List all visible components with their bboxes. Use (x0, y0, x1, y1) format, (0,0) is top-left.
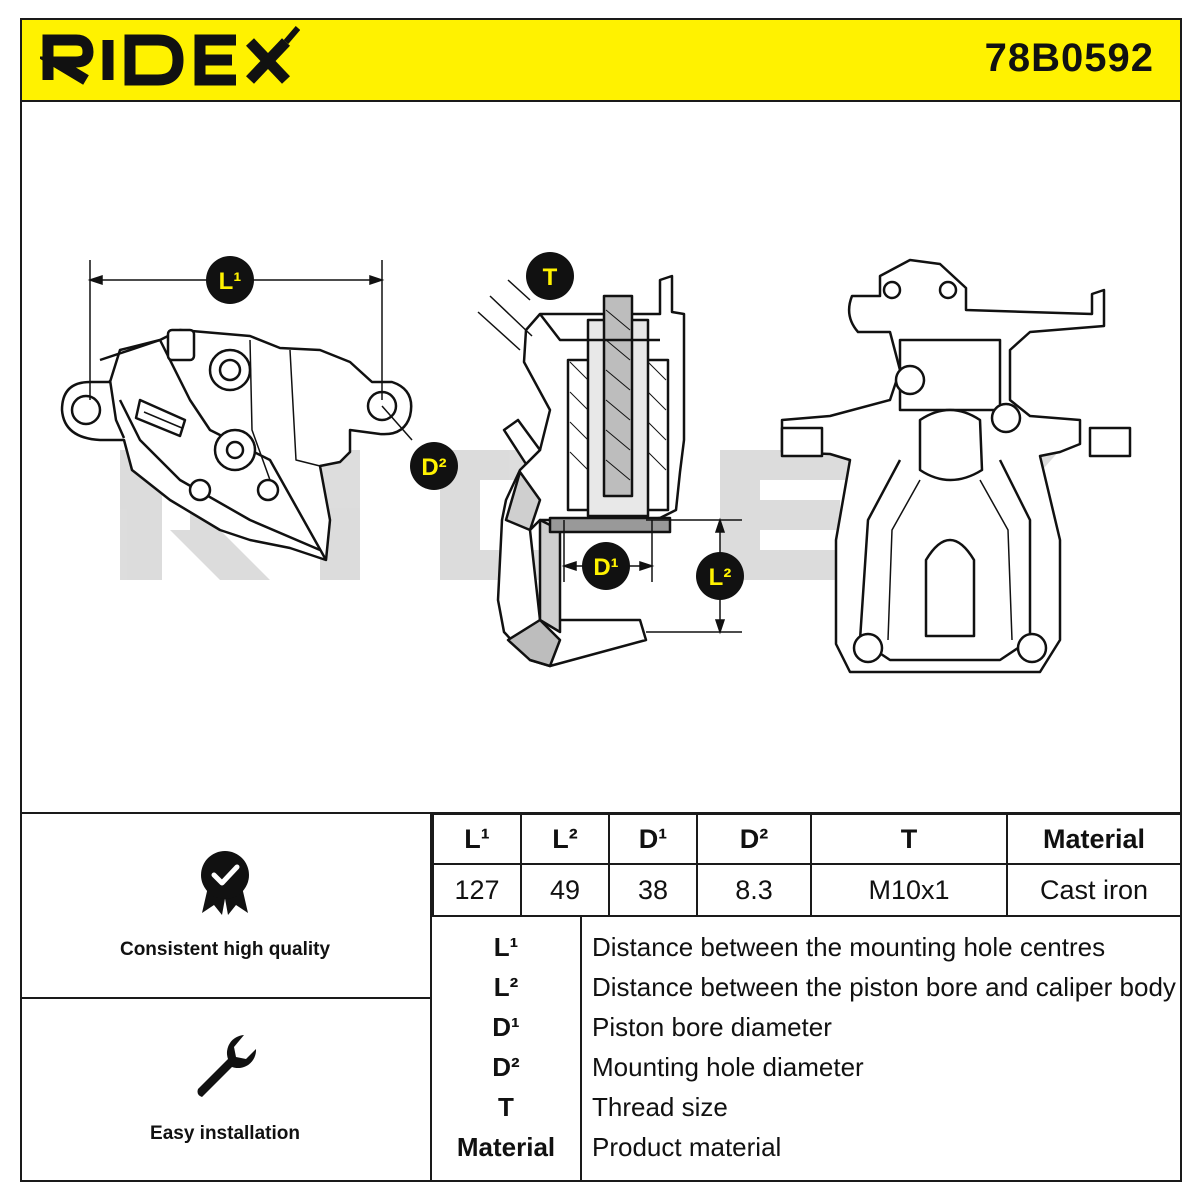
callout-l1: L¹ (219, 268, 242, 295)
spec-value-d2: 8.3 (696, 863, 812, 917)
spec-header-row: L¹ L² D¹ D² T Material (432, 813, 1182, 865)
spec-table: L¹ L² D¹ D² T Material 127 49 38 8.3 M10… (432, 813, 1182, 917)
section-hatching (569, 309, 667, 481)
callout-badges (206, 252, 744, 600)
caliper-front-view (780, 258, 1132, 674)
feature-quality: Consistent high quality (20, 813, 430, 999)
legend-divider (580, 915, 582, 1182)
legend-key: D² (492, 1052, 520, 1082)
brand-logo (36, 22, 301, 91)
spec-header-material: Material (1006, 813, 1182, 865)
legend-key: L¹ (493, 932, 519, 962)
spec-value-l1: 127 (432, 863, 522, 917)
callout-d2: D² (421, 454, 446, 481)
legend-row: D² Mounting hole diameter (432, 1047, 1182, 1087)
legend-desc: Piston bore diameter (592, 1012, 832, 1042)
spec-value-row: 127 49 38 8.3 M10x1 Cast iron (432, 863, 1182, 917)
legend-row: L¹ Distance between the mounting hole ce… (432, 927, 1182, 967)
features-column: Consistent high quality Easy installatio… (20, 813, 432, 1182)
spec-header-l1: L¹ (432, 813, 522, 865)
caliper-drawings: L¹ D² T D¹ L² (60, 252, 1132, 674)
feature-installation-label: Easy installation (150, 1123, 300, 1144)
legend-desc: Product material (592, 1132, 782, 1162)
legend-desc: Thread size (592, 1092, 728, 1122)
legend-desc: Mounting hole diameter (592, 1052, 864, 1082)
legend-key: L² (493, 972, 519, 1002)
callout-l2: L² (709, 564, 732, 591)
wrench-icon (192, 1031, 262, 1106)
quality-badge-icon (192, 847, 258, 922)
spec-header-l2: L² (520, 813, 610, 865)
feature-installation: Easy installation (20, 997, 430, 1182)
caliper-section-view (496, 274, 686, 668)
legend-row: T Thread size (432, 1087, 1182, 1127)
legend-key: T (498, 1092, 514, 1122)
legend-key: Material (456, 1132, 556, 1162)
caliper-left-view (60, 328, 413, 562)
legend-desc: Distance between the piston bore and cal… (592, 972, 1176, 1002)
spec-header-t: T (810, 813, 1008, 865)
legend-row: Material Product material (432, 1127, 1182, 1167)
spec-value-l2: 49 (520, 863, 610, 917)
spec-header-d2: D² (696, 813, 812, 865)
spec-header-d1: D¹ (608, 813, 698, 865)
legend: L¹ Distance between the mounting hole ce… (432, 915, 1182, 1182)
info-panel: Consistent high quality Easy installatio… (20, 813, 1182, 1182)
callout-d1: D¹ (593, 554, 618, 581)
section-dimension-lines (477, 279, 742, 635)
spec-value-material: Cast iron (1006, 863, 1182, 917)
legend-row: D¹ Piston bore diameter (432, 1007, 1182, 1047)
technical-drawing-area: L¹ D² T D¹ L² (20, 100, 1182, 814)
callout-t: T (543, 264, 558, 291)
feature-quality-label: Consistent high quality (119, 939, 331, 960)
spec-value-t: M10x1 (810, 863, 1008, 917)
part-number: 78B0592 (984, 36, 1154, 80)
spec-value-d1: 38 (608, 863, 698, 917)
legend-desc: Distance between the mounting hole centr… (592, 932, 1106, 962)
legend-key: D¹ (492, 1012, 520, 1042)
legend-row: L² Distance between the piston bore and … (432, 967, 1182, 1007)
